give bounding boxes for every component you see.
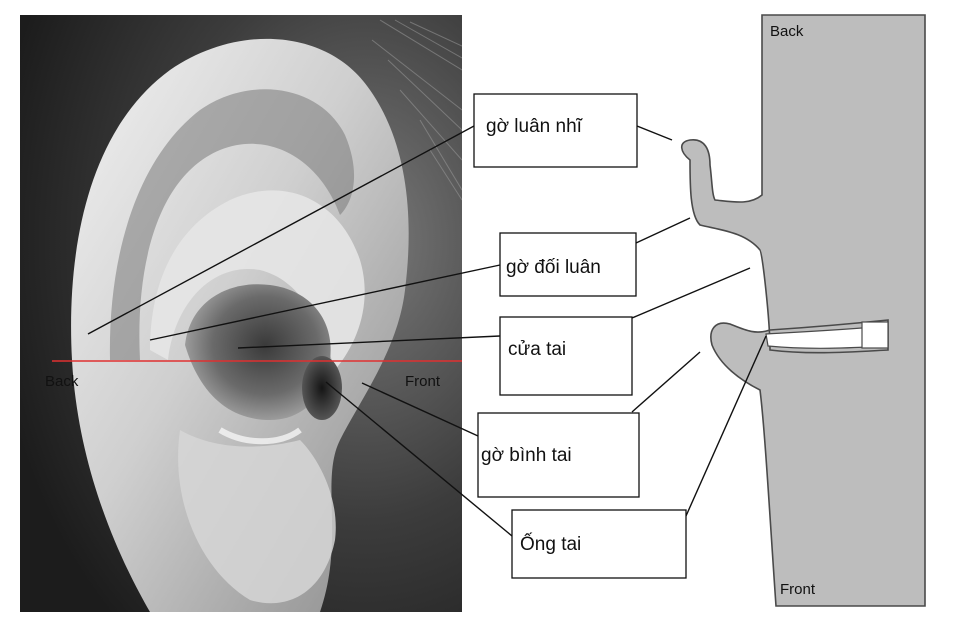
- leader-antihelix-photo: [149, 264, 501, 341]
- leader-concha-section: [631, 267, 751, 319]
- photo-front-label: Front: [405, 373, 441, 390]
- canal-opening: [302, 356, 342, 420]
- leader-antihelix-section: [635, 217, 691, 244]
- label-tragus: gờ bình tai: [481, 445, 572, 466]
- scapha-shadow: [109, 89, 355, 361]
- leader-helix-photo: [87, 125, 475, 335]
- concha-shape: [185, 284, 331, 420]
- cross-section-shape: [680, 14, 926, 607]
- leader-tragus-photo: [361, 382, 479, 437]
- label-box-concha: cửa tai: [499, 316, 633, 396]
- label-concha: cửa tai: [508, 339, 566, 360]
- label-box-canal: Ống tai: [511, 509, 687, 579]
- leader-concha-photo: [237, 335, 501, 349]
- label-box-helix: gờ luân nhĩ: [473, 93, 638, 168]
- photo-back-label: Back: [45, 373, 79, 390]
- hair-texture: [371, 19, 462, 201]
- label-canal: Ống tai: [520, 533, 581, 555]
- leader-canal-section: [685, 335, 767, 517]
- ear-photo: [20, 15, 462, 612]
- eardrum-marker: [861, 321, 889, 349]
- label-box-tragus: gờ bình tai: [477, 412, 640, 498]
- lobule-shape: [178, 430, 336, 604]
- section-front-label: Front: [780, 581, 816, 598]
- section-back-label: Back: [770, 23, 804, 40]
- antihelix-ridge: [150, 190, 365, 370]
- leader-lines: [87, 125, 767, 537]
- label-helix: gờ luân nhĩ: [486, 116, 583, 137]
- leader-tragus-section: [631, 351, 701, 413]
- leader-helix-section: [636, 125, 673, 141]
- label-box-antihelix: gờ đối luân: [499, 232, 637, 297]
- label-antihelix: gờ đối luân: [506, 257, 601, 278]
- leader-canal-photo: [325, 381, 513, 537]
